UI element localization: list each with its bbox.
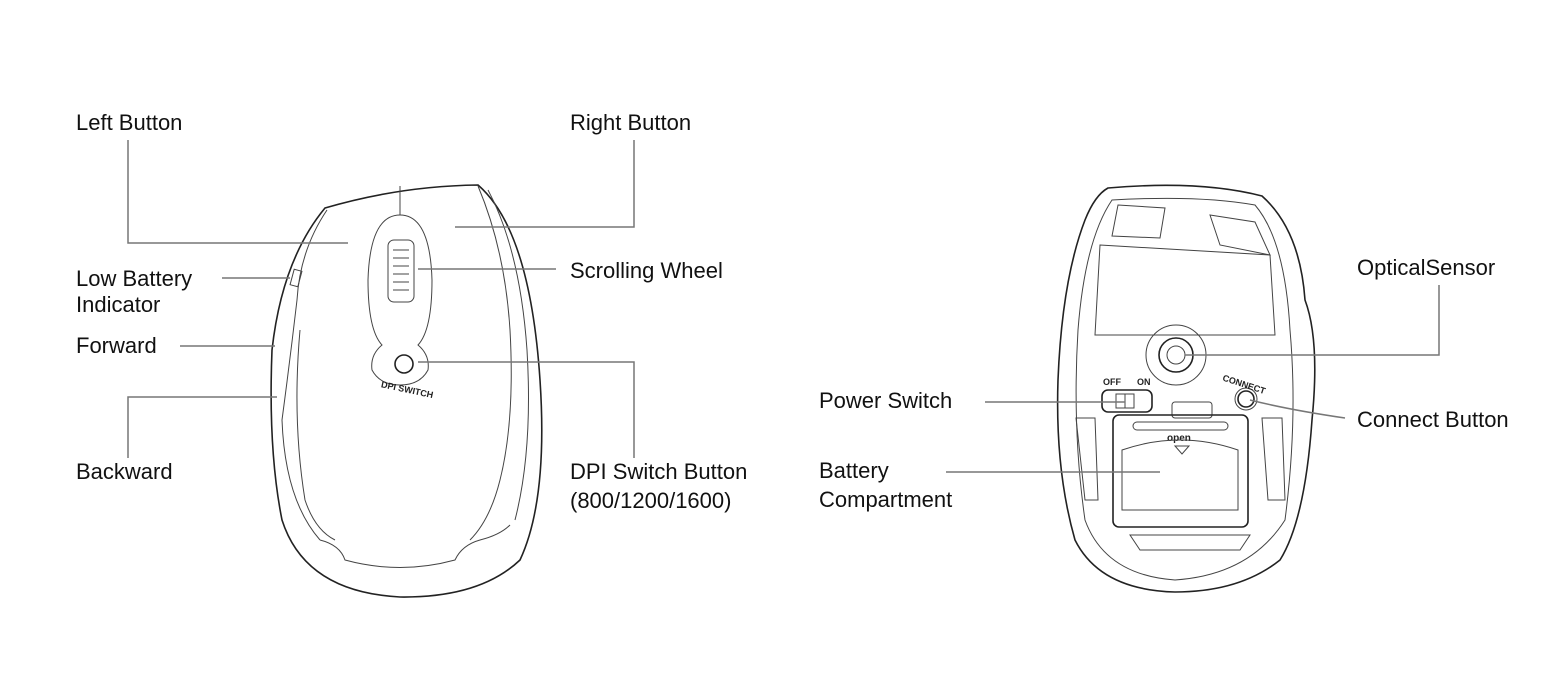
scroll-wheel-ribs-icon: [393, 249, 409, 291]
label-power-switch: Power Switch: [819, 388, 952, 413]
connect-button[interactable]: [1237, 390, 1255, 408]
on-print: ON: [1137, 377, 1151, 387]
label-left-button: Left Button: [76, 110, 182, 135]
leader-lines: [127, 140, 1440, 473]
mouse-bottom-view: OFF ON CONNECT open: [1056, 184, 1316, 593]
dpi-switch-print: DPI SWITCH: [380, 379, 434, 400]
open-arrow-icon: [1173, 445, 1191, 455]
label-dpi-2: (800/1200/1600): [570, 488, 731, 513]
dpi-switch-button[interactable]: [394, 354, 414, 374]
battery-indicator-icon: [289, 268, 303, 288]
power-switch[interactable]: [1101, 389, 1153, 413]
label-backward: Backward: [76, 459, 173, 484]
mouse-top-view: DPI SWITCH: [270, 184, 543, 598]
label-right-button: Right Button: [570, 110, 691, 135]
label-low-battery-1: Low Battery: [76, 266, 192, 291]
label-scrolling-wheel: Scrolling Wheel: [570, 258, 723, 283]
label-dpi-1: DPI Switch Button: [570, 459, 747, 484]
open-print: open: [1167, 433, 1191, 444]
connect-print: CONNECT: [1221, 373, 1267, 396]
label-optical-sensor: OpticalSensor: [1357, 255, 1495, 280]
battery-compartment[interactable]: [1112, 414, 1249, 528]
label-battery-2: Compartment: [819, 487, 952, 512]
label-battery-1: Battery: [819, 458, 889, 483]
off-print: OFF: [1103, 377, 1121, 387]
label-low-battery-2: Indicator: [76, 292, 160, 317]
label-connect-button: Connect Button: [1357, 407, 1509, 432]
label-forward: Forward: [76, 333, 157, 358]
